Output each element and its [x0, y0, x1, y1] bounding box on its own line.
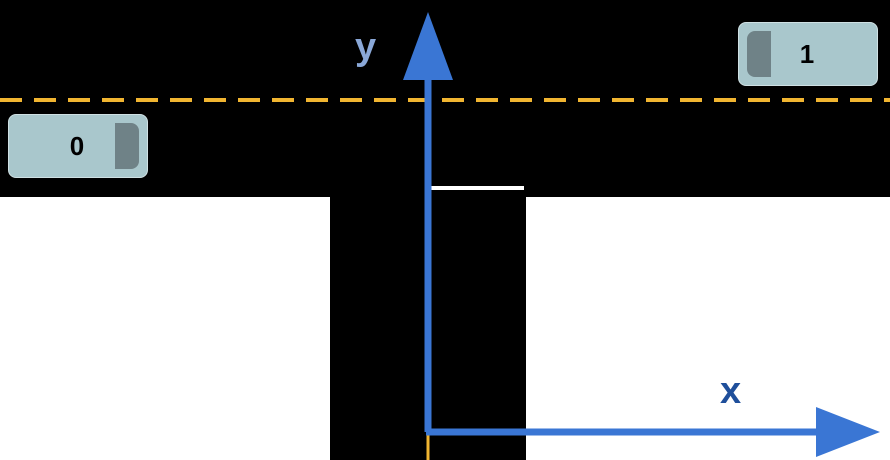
- vehicle-0-light: [115, 123, 139, 169]
- x-axis-label: x: [720, 370, 742, 412]
- y-axis-label: y: [355, 26, 377, 68]
- vehicle-1: 1: [738, 22, 878, 86]
- vehicle-1-light: [747, 31, 771, 77]
- vehicle-0-label: 0: [69, 131, 85, 161]
- vehicle-0: 0: [8, 114, 148, 178]
- x-axis-arrowhead: [816, 407, 880, 457]
- y-axis-arrowhead: [403, 12, 453, 80]
- vehicle-1-label: 1: [799, 39, 815, 69]
